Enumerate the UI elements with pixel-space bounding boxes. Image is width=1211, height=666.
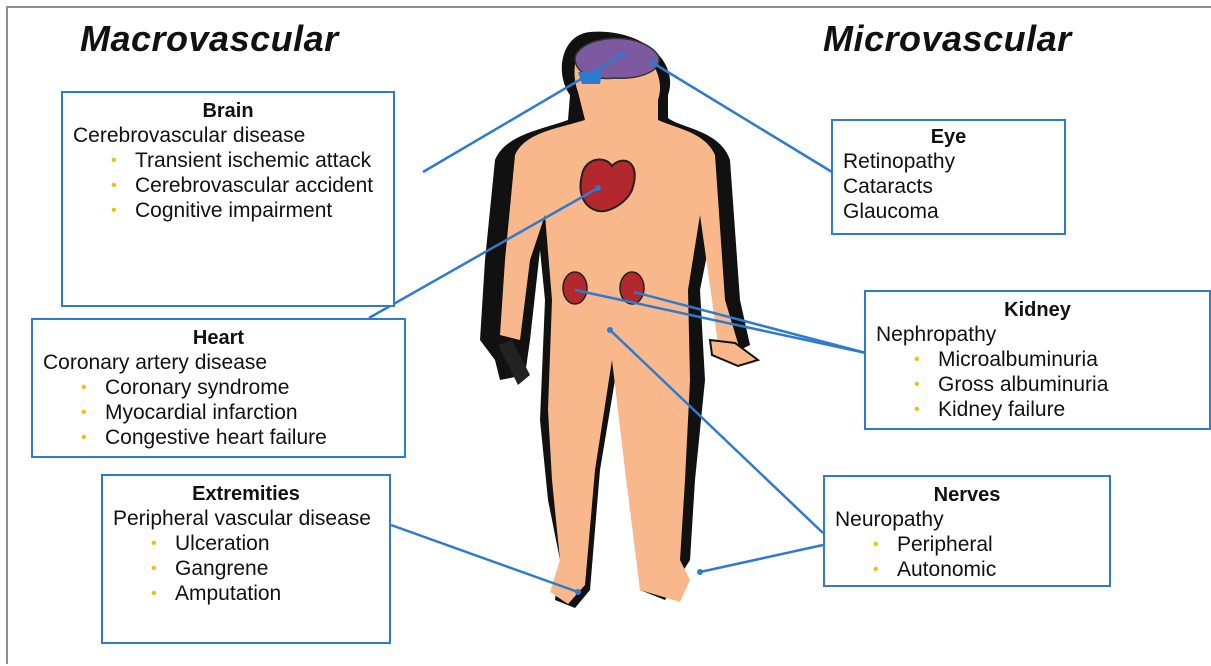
kidney-box: Kidney Nephropathy Microalbuminuria Gros… xyxy=(864,290,1211,430)
heart-title: Heart xyxy=(43,326,394,350)
extremities-item-ulceration: Ulceration xyxy=(113,531,379,556)
heart-item-mi: Myocardial infarction xyxy=(43,400,394,425)
brain-box: Brain Cerebrovascular disease Transient … xyxy=(61,91,395,307)
connector-nerves-foot xyxy=(700,545,823,572)
nerves-list: Peripheral Autonomic xyxy=(835,532,1099,582)
eye-line-retinopathy: Retinopathy xyxy=(843,149,1054,174)
extremities-item-amputation: Amputation xyxy=(113,581,379,606)
heart-box: Heart Coronary artery disease Coronary s… xyxy=(31,318,406,458)
kidney-subtitle: Nephropathy xyxy=(876,322,1199,347)
extremities-item-gangrene: Gangrene xyxy=(113,556,379,581)
heart-item-coronary-syndrome: Coronary syndrome xyxy=(43,375,394,400)
kidney-item-kidney-failure: Kidney failure xyxy=(876,397,1199,422)
nerves-title: Nerves xyxy=(835,483,1099,507)
nerves-subtitle: Neuropathy xyxy=(835,507,1099,532)
left-kidney-icon xyxy=(563,272,587,304)
right-hand-icon xyxy=(710,340,758,366)
extremities-list: Ulceration Gangrene Amputation xyxy=(113,531,379,606)
heart-item-chf: Congestive heart failure xyxy=(43,425,394,450)
kidney-list: Microalbuminuria Gross albuminuria Kidne… xyxy=(876,347,1199,422)
kidney-item-gross-albuminuria: Gross albuminuria xyxy=(876,372,1199,397)
brain-subtitle: Cerebrovascular disease xyxy=(73,123,383,148)
kidney-title: Kidney xyxy=(876,298,1199,322)
heart-list: Coronary syndrome Myocardial infarction … xyxy=(43,375,394,450)
extremities-title: Extremities xyxy=(113,482,379,506)
right-kidney-icon xyxy=(620,272,644,304)
body xyxy=(500,40,740,604)
brain-item-cva: Cerebrovascular accident xyxy=(73,173,383,198)
extremities-subtitle: Peripheral vascular disease xyxy=(113,506,379,531)
kidney-item-microalbuminuria: Microalbuminuria xyxy=(876,347,1199,372)
nerves-item-peripheral: Peripheral xyxy=(835,532,1099,557)
brain-title: Brain xyxy=(73,99,383,123)
nerves-item-autonomic: Autonomic xyxy=(835,557,1099,582)
connector-extremities xyxy=(391,525,578,592)
brain-list: Transient ischemic attack Cerebrovascula… xyxy=(73,148,383,223)
brain-item-tia: Transient ischemic attack xyxy=(73,148,383,173)
eye-line-glaucoma: Glaucoma xyxy=(843,199,1054,224)
nerves-box: Nerves Neuropathy Peripheral Autonomic xyxy=(823,475,1111,587)
eye-line-cataracts: Cataracts xyxy=(843,174,1054,199)
heart-subtitle: Coronary artery disease xyxy=(43,350,394,375)
eye-title: Eye xyxy=(843,125,1054,149)
eye-box: Eye Retinopathy Cataracts Glaucoma xyxy=(831,119,1066,235)
extremities-box: Extremities Peripheral vascular disease … xyxy=(101,474,391,644)
brain-item-cognitive: Cognitive impairment xyxy=(73,198,383,223)
